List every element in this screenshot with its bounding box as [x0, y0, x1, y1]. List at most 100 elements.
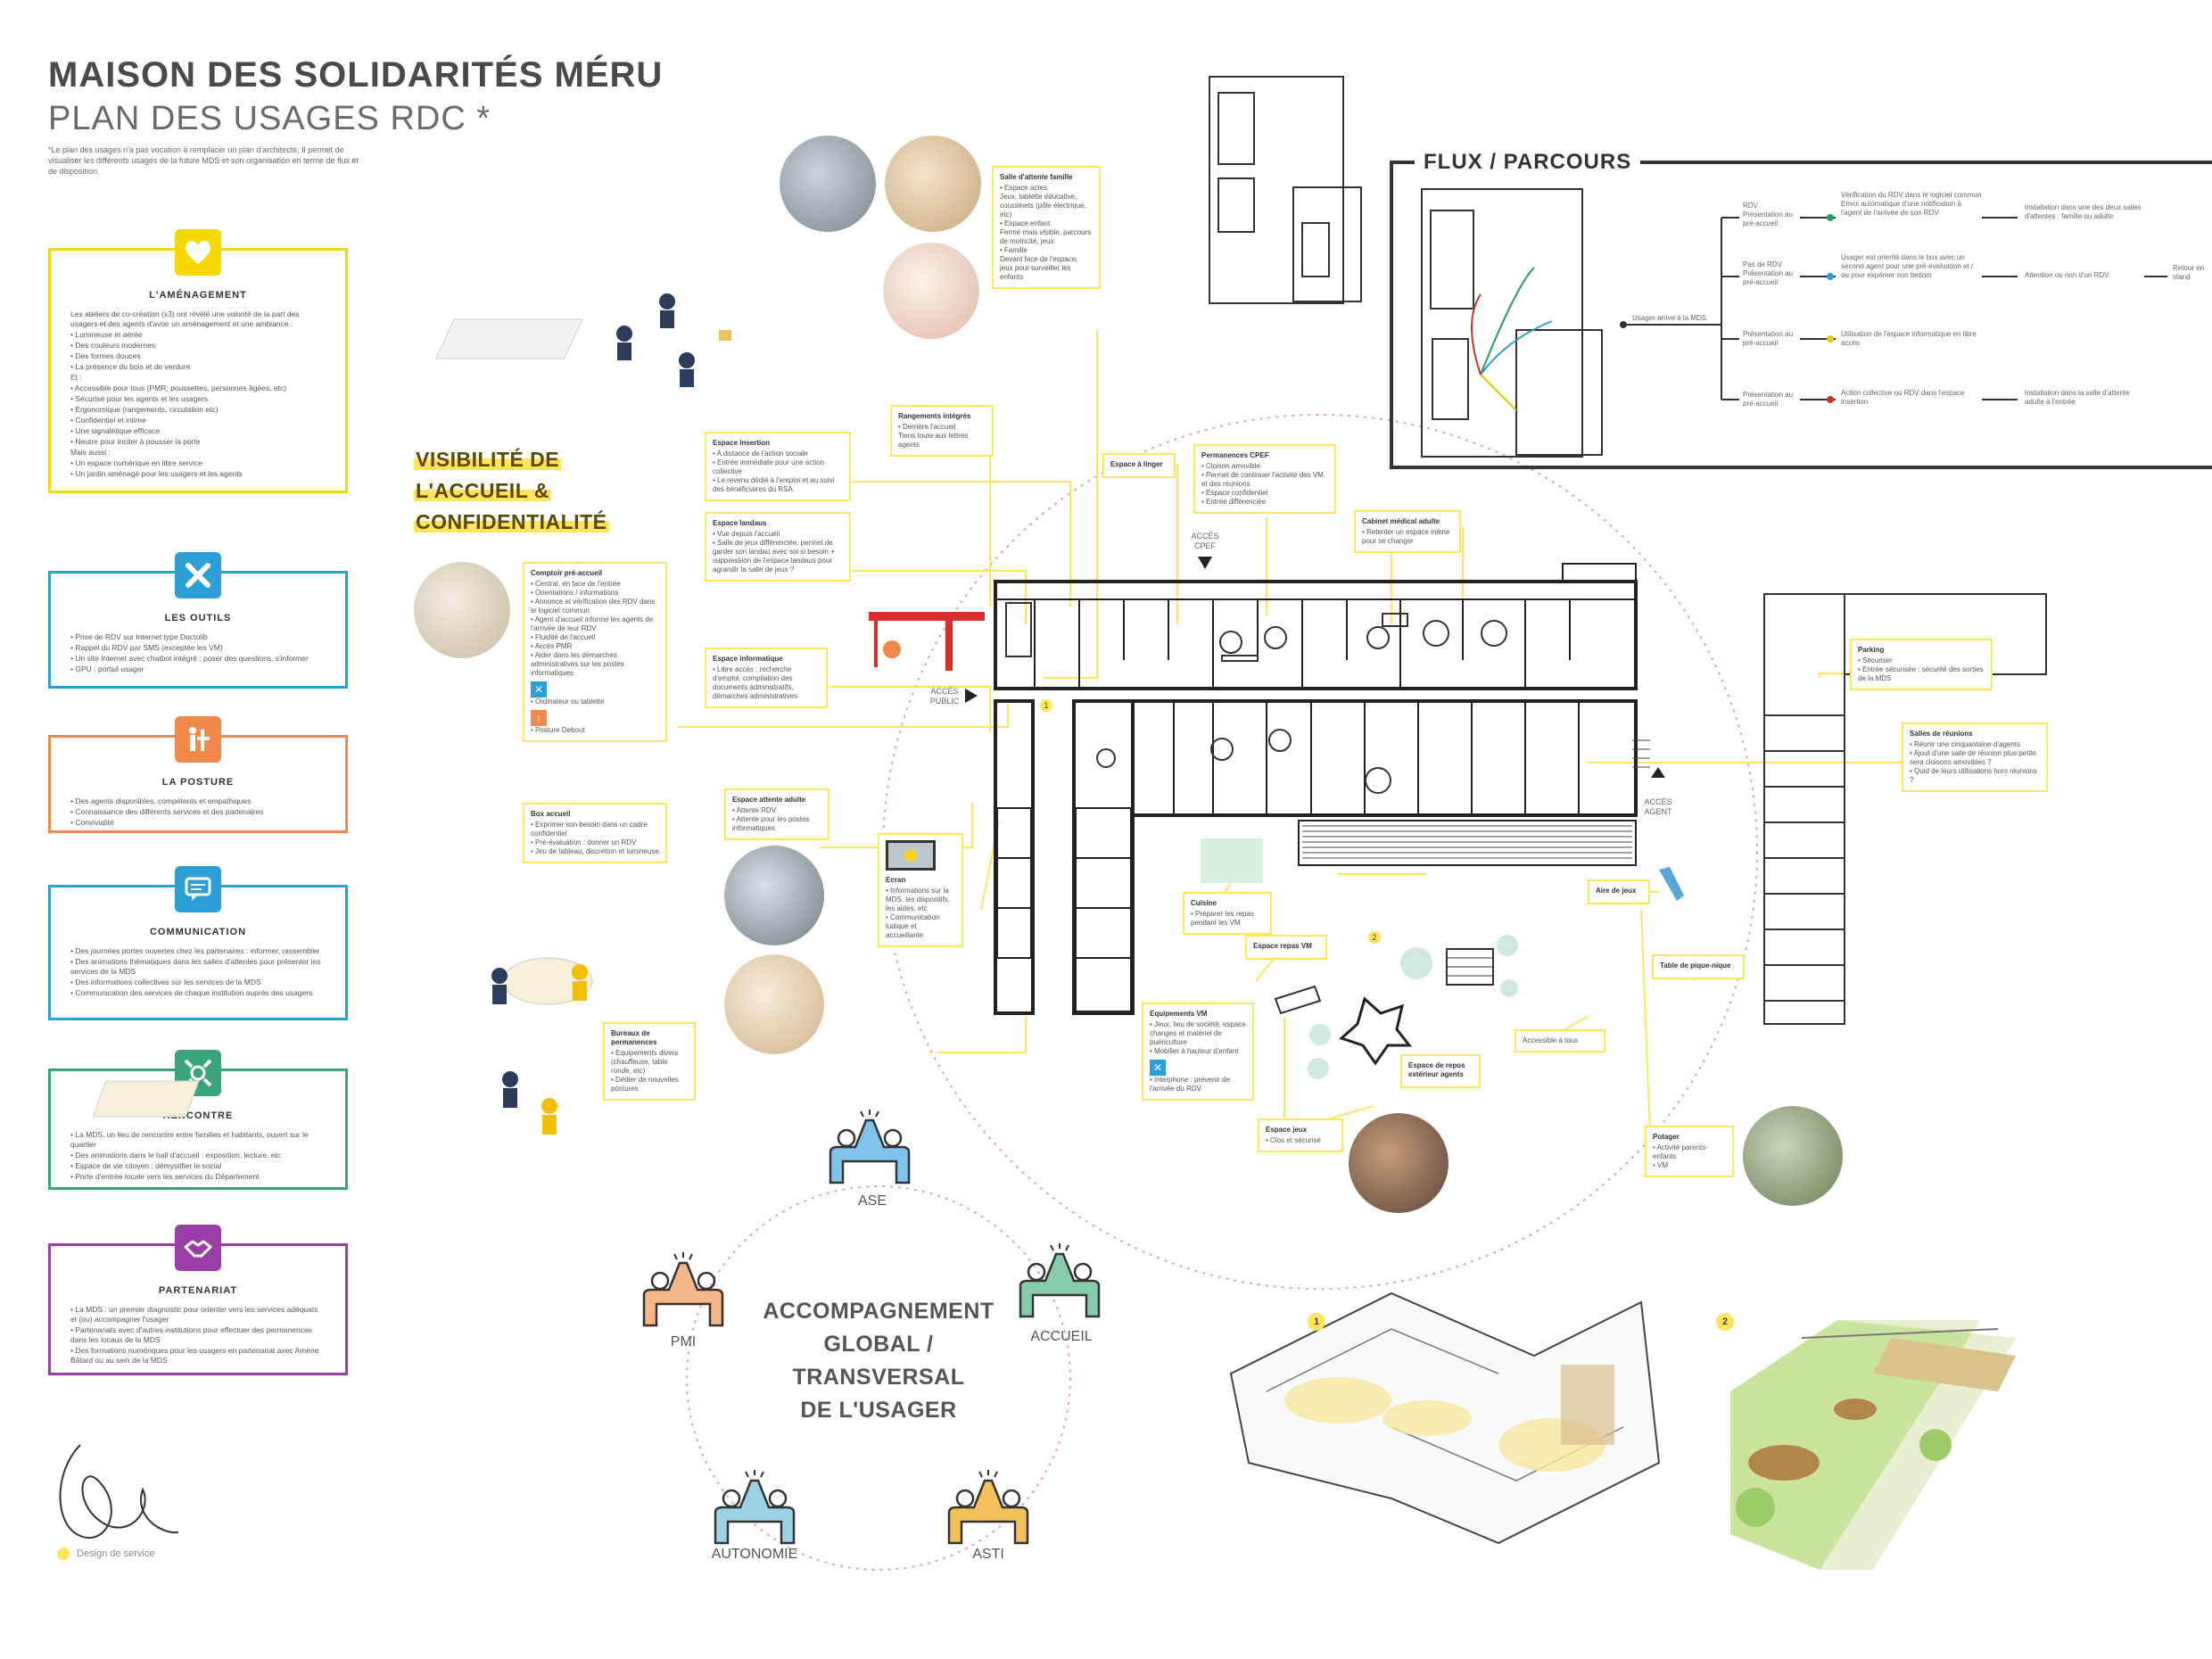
- flux-end: Attention ou non d'un RDV: [2025, 271, 2109, 279]
- flux-step: Usager est orienté dans le box avec un s…: [1841, 253, 1974, 279]
- acces-agent-label: ACCÈS AGENT: [1644, 797, 1672, 816]
- callout-equipements-vm: Equipements VM • Jeux, lieu de société, …: [1142, 1003, 1254, 1101]
- page-note: *Le plan des usages n'a pas vocation à r…: [48, 145, 359, 176]
- callout-box-accueil: Box accueil • Exprimer son besoin dans u…: [523, 803, 667, 863]
- flux-status: RDV Présentation au pré-accueil: [1743, 202, 1794, 227]
- callout-landaus: Espace landaus • Vue depuis l'accueil• S…: [705, 512, 851, 582]
- callout-repas-vm: Espace repas VM: [1245, 935, 1327, 960]
- people-illustration-mid: [491, 957, 593, 1005]
- acces-cpef-label: ACCÈS CPEF: [1191, 532, 1219, 550]
- screen-icon: [886, 840, 936, 871]
- flux-extra: Retour en stand: [2173, 264, 2205, 281]
- flux-step: Utilisation de l'espace informatique en …: [1841, 330, 1977, 347]
- heart-icon: [175, 229, 221, 276]
- page-title: MAISON DES SOLIDARITÉS MÉRU: [48, 55, 664, 95]
- callout-table: Table de pique-nique: [1652, 954, 1745, 979]
- service-title: L'AMÉNAGEMENT: [149, 290, 247, 301]
- callout-bureaux: Bureaux de permanences • Equipements div…: [603, 1022, 696, 1101]
- accueil-icon: [1019, 1242, 1101, 1318]
- service-lines: • La MDS, un lieu de rencontre entre fam…: [70, 1130, 309, 1181]
- mini-plan-top: [1209, 76, 1362, 304]
- service-box-posture: LA POSTURE • Des agents disponibles, com…: [48, 716, 348, 833]
- logo-subtitle: Design de service: [77, 1548, 155, 1559]
- acces-public-label: ACCÈS PUBLIC: [929, 687, 960, 706]
- partner-label-ase: ASE: [857, 1193, 887, 1209]
- partner-label-accueil: ACCUEIL: [1030, 1329, 1093, 1344]
- flux-step: Action collective ou RDV dans l'espace i…: [1841, 389, 1965, 406]
- photo-circle: [1349, 1113, 1449, 1213]
- callout-cpef: Permanences CPEF • Cloison amovible• Per…: [1193, 444, 1336, 514]
- star-play-structure: [1339, 996, 1413, 1066]
- garden-elements: [1274, 867, 1684, 1079]
- plan-furniture: [1005, 602, 1507, 794]
- callout-accessible: Accessible à tous: [1515, 1029, 1605, 1052]
- service-box-rencontre: RENCONTRE • La MDS, un lieu de rencontre…: [48, 1050, 348, 1190]
- callout-parking: Parking • Sécuriser• Entrée sécurisée : …: [1850, 639, 1993, 690]
- plan-marker-2: 2: [1368, 931, 1381, 944]
- visibility-heading: VISIBILITÉ DE L'ACCUEIL & CONFIDENTIALIT…: [414, 448, 609, 534]
- pmi-icon: [642, 1250, 724, 1327]
- ase-icon: [829, 1108, 911, 1184]
- service-box-outils: LES OUTILS • Prise de RDV sur Internet t…: [48, 552, 348, 689]
- service-box-partenariat: PARTENARIAT • La MDS : un premier diagno…: [48, 1225, 348, 1375]
- axo-marker-1: 1: [1308, 1313, 1325, 1331]
- service-title: COMMUNICATION: [149, 927, 247, 937]
- service-title: LA POSTURE: [161, 777, 235, 788]
- accompagnement-circle: [686, 1185, 1071, 1571]
- logo-dot: [57, 1548, 70, 1560]
- partner-label-asti: ASTI: [972, 1547, 1004, 1562]
- service-lines: • Des journées portes ouvertes chez les …: [70, 946, 321, 997]
- flux-status: Présentation au pré-accueil: [1743, 391, 1794, 408]
- acces-cpef-arrow: [1198, 557, 1212, 569]
- callout-informatique: Espace informatique • Libre accès : rech…: [705, 648, 828, 708]
- flux-end: Installation dans une des deux salles d'…: [2025, 203, 2142, 220]
- callout-insertion: Espace Insertion • A distance de l'actio…: [705, 432, 851, 501]
- callout-reunion: Salles de réunions • Réunir une cinquant…: [1902, 722, 2048, 792]
- axo-marker-2: 2: [1716, 1313, 1734, 1331]
- stair-hatching: [1302, 739, 1650, 859]
- callout-comptoir: Comptoir pré-accueil • Central, en face …: [523, 562, 667, 742]
- callout-espace-jeux: Espace jeux • Clos et sécurisé: [1258, 1118, 1343, 1152]
- acces-agent-arrow: [1651, 767, 1665, 778]
- photo-circle: [1743, 1106, 1843, 1206]
- callout-ecran: Ecran • Informations sur la MDS, les dis…: [878, 833, 963, 947]
- callout-rangements: Rangements intégrés • Derrière l'accueil…: [890, 405, 994, 457]
- flux-start: Usager arrive à la MDS: [1632, 314, 1707, 322]
- asti-icon: [947, 1468, 1029, 1545]
- accompagnement-title: ACCOMPAGNEMENT GLOBAL / TRANSVERSAL DE L…: [763, 1299, 995, 1423]
- flux-status: Présentation au pré-accueil: [1743, 330, 1794, 347]
- photo-circle: [414, 562, 510, 658]
- flux-panel: [1390, 161, 2212, 469]
- callout-linger: Espace à linger: [1102, 453, 1176, 478]
- photo-circle: [885, 136, 981, 232]
- callout-cabinet: Cabinet médical adulte • Retenter un esp…: [1354, 510, 1461, 553]
- acces-public-arrow: [965, 689, 978, 703]
- service-lines: • Prise de RDV sur Internet type Doctoli…: [70, 632, 309, 673]
- flux-mini-plan: [1421, 188, 1603, 458]
- service-box-amenagement: L'AMÉNAGEMENT Les ateliers de co-créatio…: [48, 229, 348, 493]
- flux-status: Pas de RDV Présentation au pré-accueil: [1743, 260, 1794, 286]
- slide-icon: [1659, 867, 1684, 901]
- tools-icon: [175, 552, 221, 598]
- callout-cuisine: Cuisine • Préparer les repas pendant les…: [1183, 892, 1272, 935]
- intercom-icon: ✕: [1150, 1060, 1166, 1076]
- plan-marker-1: 1: [1040, 699, 1052, 712]
- photo-circle: [780, 136, 876, 232]
- chat-icon: [175, 866, 221, 912]
- logo-scribble: [59, 1444, 179, 1539]
- service-title: PARTENARIAT: [158, 1285, 238, 1296]
- callout-attente-adulte: Espace attente adulte • Attente RDV• Att…: [724, 788, 830, 840]
- photo-circle: [724, 954, 824, 1054]
- green-area: [1201, 838, 1263, 883]
- callout-repos-ext: Espace de repos extérieur agents: [1400, 1054, 1481, 1088]
- flux-step: Vérification du RDV dans le logiciel com…: [1841, 191, 1982, 217]
- isometric-view-1: [1229, 1292, 1661, 1545]
- floor-plan-bottom: [994, 699, 1638, 1015]
- partner-label-pmi: PMI: [670, 1334, 697, 1349]
- people-illustration-bottom: [92, 1071, 557, 1135]
- service-lines: • La MDS : un premier diagnostic pour or…: [70, 1305, 319, 1365]
- bus-stop-icon: [869, 612, 985, 671]
